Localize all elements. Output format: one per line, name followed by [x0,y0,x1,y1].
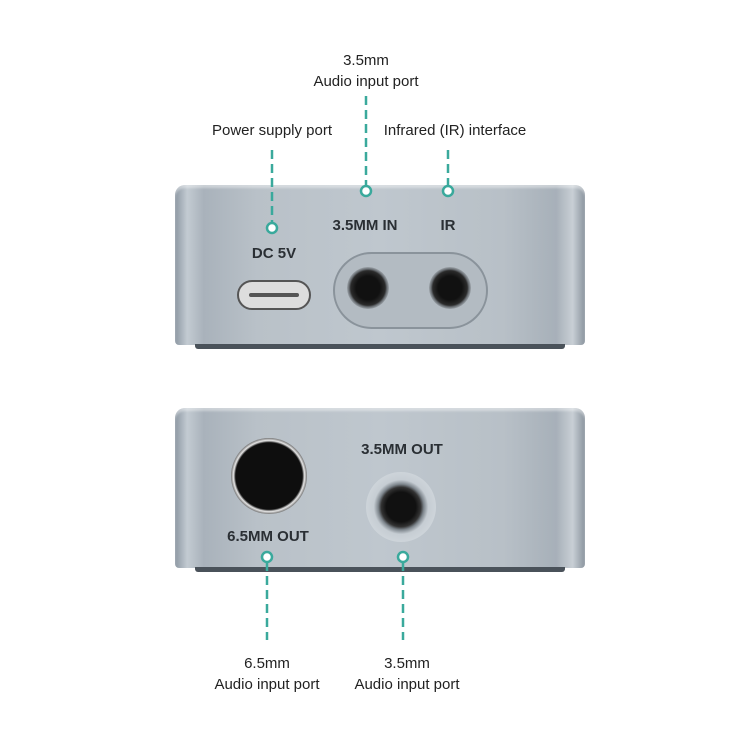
callout-6-5mm: 6.5mm Audio input port [214,653,319,695]
dc-5v-label: DC 5V [251,245,297,262]
callout-audio-in-line2: Audio input port [313,73,419,90]
3-5mm-in-label: 3.5MM IN [332,217,398,234]
callout-3-5mm: 3.5mm Audio input port [354,653,459,695]
3-5mm-in-jack [347,267,389,309]
callout-6-5mm-line2: Audio input port [214,676,320,693]
3-5mm-out-label: 3.5MM OUT [361,441,443,458]
3-5mm-out-jack [366,472,436,542]
marker-ir [441,184,455,198]
6-5mm-out-jack [231,438,307,514]
6-5mm-out-label: 6.5MM OUT [227,528,309,545]
device-top-panel: DC 5V 3.5MM IN IR [175,185,585,349]
ir-jack [429,267,471,309]
marker-3-5mm [396,550,410,564]
callout-3-5mm-line1: 3.5mm [384,655,430,672]
marker-audio-in [359,184,373,198]
marker-6-5mm [260,550,274,564]
callout-ir: Infrared (IR) interface [383,122,527,139]
callout-3-5mm-line2: Audio input port [354,676,460,693]
callout-power: Power supply port [211,122,333,139]
usb-c-port [237,280,311,310]
callout-audio-in: 3.5mm Audio input port [313,50,418,92]
callout-6-5mm-line1: 6.5mm [244,655,290,672]
device-bottom-panel: 6.5MM OUT 3.5MM OUT [175,408,585,572]
ir-label: IR [440,217,456,234]
callout-audio-in-line1: 3.5mm [343,52,389,69]
marker-power [265,221,279,235]
